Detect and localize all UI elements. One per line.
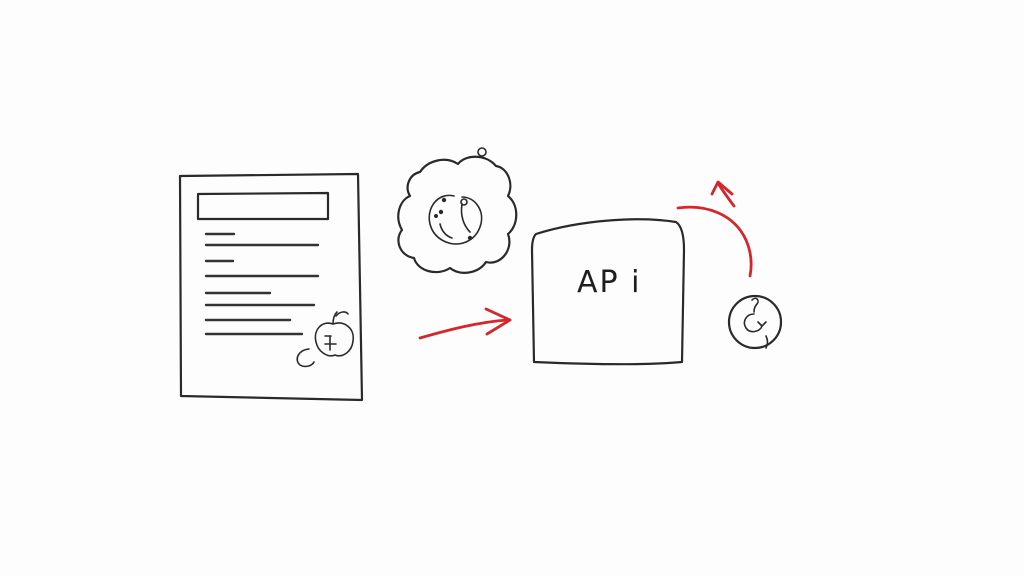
- right-arrow-icon: [418, 307, 512, 340]
- api-label: AP i: [577, 265, 641, 300]
- api-box: AP i: [530, 218, 686, 366]
- apple-icon: [296, 311, 355, 368]
- refresh-circle-icon: [727, 294, 783, 350]
- thought-cloud-icon: [397, 147, 518, 274]
- curved-up-arrow-icon: [676, 180, 753, 278]
- document-icon: [178, 172, 364, 402]
